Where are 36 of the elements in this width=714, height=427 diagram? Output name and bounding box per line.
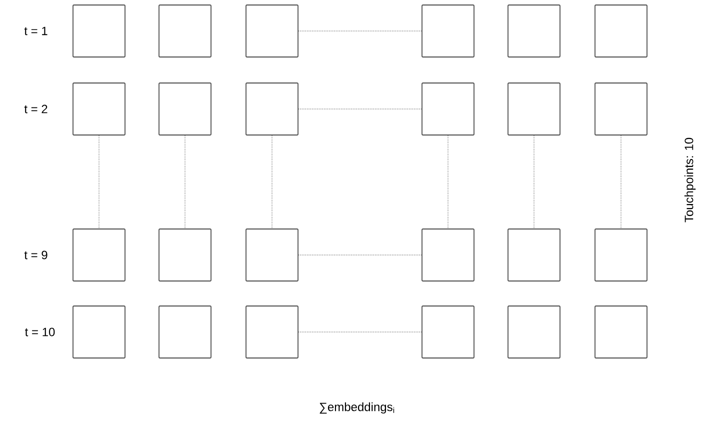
square-box: [158, 82, 212, 136]
square-box: [72, 82, 126, 136]
axis-label: ∑embeddings$_{i}$: [320, 402, 394, 414]
square-box: [594, 82, 648, 136]
row-label: t = 10: [25, 328, 55, 336]
square-box: [422, 228, 474, 282]
dotted-line: [298, 254, 422, 256]
square-box: [422, 306, 474, 358]
square-box: [72, 4, 126, 58]
dotted-line: [298, 108, 422, 110]
dotted-line: [98, 135, 100, 229]
square-box: [72, 228, 126, 282]
square-box: [508, 306, 560, 358]
square-box: [246, 4, 298, 58]
square-box: [594, 228, 648, 282]
square-box: [72, 306, 126, 358]
square-box: [422, 82, 474, 136]
row-label: t = 2: [24, 104, 48, 114]
dotted-line: [298, 30, 422, 32]
square-box: [422, 4, 474, 58]
square-box: [246, 306, 298, 358]
square-box: [246, 228, 298, 282]
square-box: [158, 228, 212, 282]
square-box: [508, 4, 560, 58]
dotted-line: [184, 135, 186, 229]
square-box: [594, 306, 648, 358]
square-box: [508, 82, 560, 136]
row-label: t = 9: [24, 250, 48, 260]
square-box: [246, 82, 298, 136]
row-label: t = 1: [24, 26, 48, 36]
square-box: [594, 4, 648, 58]
axis-label: Touchpoints: 10: [684, 138, 696, 222]
dotted-line: [620, 135, 622, 229]
square-box: [158, 306, 212, 358]
square-box: [508, 228, 560, 282]
square-box: [158, 4, 212, 58]
